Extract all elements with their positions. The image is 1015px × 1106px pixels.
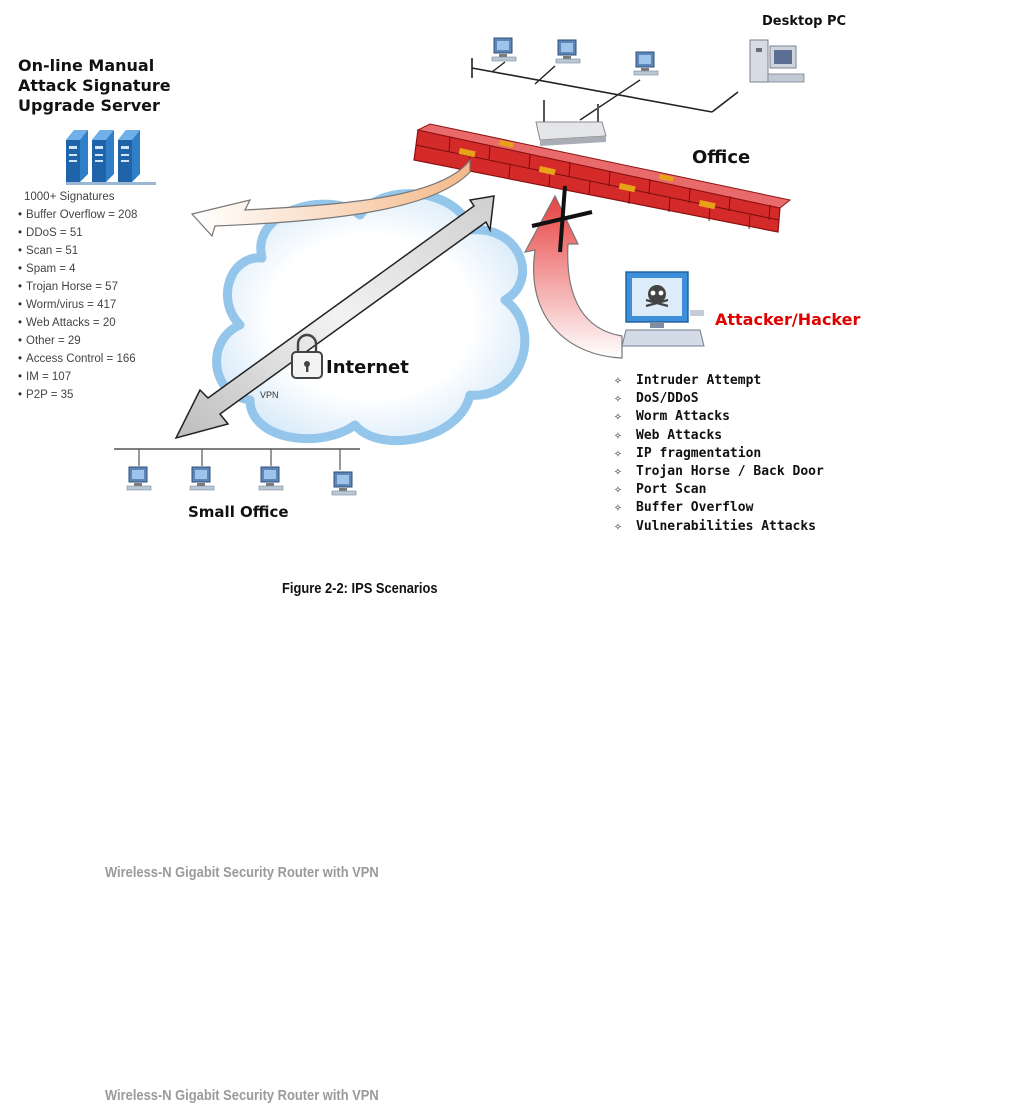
small-office-pc-icon [258,466,284,491]
signature-server-icon [66,130,156,185]
figure-caption: Figure 2-2: IPS Scenarios [282,580,438,597]
small-office-pc-icon [331,471,357,496]
office-pc-icon [491,37,517,62]
small-office-pc-icon [189,466,215,491]
vpn-label: VPN [260,390,279,400]
signature-item: DDoS = 51 [18,224,137,242]
office-lan [471,37,739,121]
vpn-tunnel-arrow [174,195,495,440]
attacker-computer-icon [621,271,705,347]
signatures-heading: 1000+ Signatures [24,191,115,203]
signature-item: Spam = 4 [18,260,137,278]
internet-label: Internet [326,357,409,378]
server-title-line: Attack Signature [18,76,171,95]
attack-type-item: ✧Buffer Overflow [614,499,824,517]
bullet-icon: ✧ [614,445,622,461]
bullet-icon: ✧ [614,427,622,443]
bullet-icon: ✧ [614,482,622,498]
attack-type-item: ✧Trojan Horse / Back Door [614,463,824,481]
router-icon [535,100,607,146]
signature-item: Trojan Horse = 57 [18,278,137,296]
office-pc-icon [633,51,659,76]
attack-type-item: ✧Web Attacks [614,427,824,445]
server-title-line: Upgrade Server [18,96,160,115]
attack-type-item: ✧Vulnerabilities Attacks [614,518,824,536]
small-office-label: Small Office [188,503,289,521]
office-pc-icon [555,39,581,64]
desktop-pc-label: Desktop PC [762,14,847,29]
signature-item: Scan = 51 [18,242,137,260]
attack-type-item: ✧DoS/DDoS [614,390,824,408]
server-title-line: On-line Manual [18,56,155,75]
attack-type-item: ✧Intruder Attempt [614,372,824,390]
signature-update-arrow [190,158,471,238]
signature-item: Worm/virus = 417 [18,296,137,314]
bullet-icon: ✧ [614,409,622,425]
attack-type-item: ✧IP fragmentation [614,445,824,463]
small-office-pc-icon [126,466,152,491]
desktop-pc-icon [749,39,805,83]
page-footer: Wireless-N Gigabit Security Router with … [105,864,379,881]
server-title: On-line Manual Attack Signature Upgrade … [18,56,171,116]
signature-item: IM = 107 [18,368,137,386]
attack-types-list: ✧Intruder Attempt ✧DoS/DDoS ✧Worm Attack… [614,372,824,536]
signature-item: Buffer Overflow = 208 [18,206,137,224]
small-office-lan [114,448,360,496]
office-label: Office [692,147,751,168]
signature-item: Web Attacks = 20 [18,314,137,332]
bullet-icon: ✧ [614,464,622,480]
bullet-icon: ✧ [614,391,622,407]
signature-item: Other = 29 [18,332,137,350]
attack-type-item: ✧Worm Attacks [614,408,824,426]
bullet-icon: ✧ [614,518,622,534]
ips-scenario-diagram [66,37,805,496]
bullet-icon: ✧ [614,373,622,388]
signature-list: 1000+ Signatures Buffer Overflow = 208 D… [18,188,137,404]
internet-cloud [212,189,530,445]
blocked-attack-arrow [523,185,623,359]
signature-item: Access Control = 166 [18,350,137,368]
firewall-wall [413,123,792,233]
page-footer: Wireless-N Gigabit Security Router with … [105,1087,379,1104]
lock-icon [291,333,323,379]
bullet-icon: ✧ [614,500,622,516]
signature-item: P2P = 35 [18,386,137,404]
attacker-label: Attacker/Hacker [715,310,861,329]
attack-type-item: ✧Port Scan [614,481,824,499]
